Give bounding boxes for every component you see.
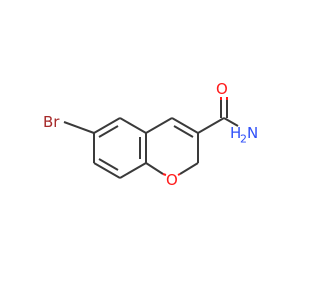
bond-carbonyl-carbon-n: [223, 117, 239, 127]
bond-c7-c8-inner: [98, 158, 119, 171]
amide-nitrogen-prefix-label: H: [230, 124, 241, 142]
chemical-structure-diagram: Br O O H 2 N: [43, 80, 258, 189]
bromine-atom-label: Br: [43, 113, 60, 131]
bond-c5-c6: [93, 117, 121, 134]
bond-c4-c3: [171, 117, 199, 134]
bond-c2-o1-hetero: [177, 173, 181, 176]
amide-nitrogen-label: H 2 N: [230, 124, 258, 146]
bond-c2-o1: [179, 162, 199, 175]
bond-o1-c8a-hetero: [162, 173, 167, 176]
amide-nitrogen-symbol-label: N: [247, 124, 258, 142]
bond-c4a-c4: [145, 117, 173, 134]
bond-c3-carbonyl-carbon: [197, 117, 225, 134]
carbonyl-oxygen-atom-label: O: [216, 80, 228, 98]
bond-c7-c8: [93, 162, 121, 179]
bond-c4a-c5: [119, 117, 147, 134]
bond-c6-br: [63, 121, 95, 134]
bond-o1-c8a: [145, 162, 164, 175]
bond-c4-c3-inner: [173, 125, 194, 138]
amide-nitrogen-subscript-label: 2: [240, 133, 247, 146]
bond-c5-c6-inner: [98, 125, 119, 138]
bond-c8-c8a: [119, 162, 147, 179]
ring-oxygen-atom-label: O: [166, 171, 178, 189]
